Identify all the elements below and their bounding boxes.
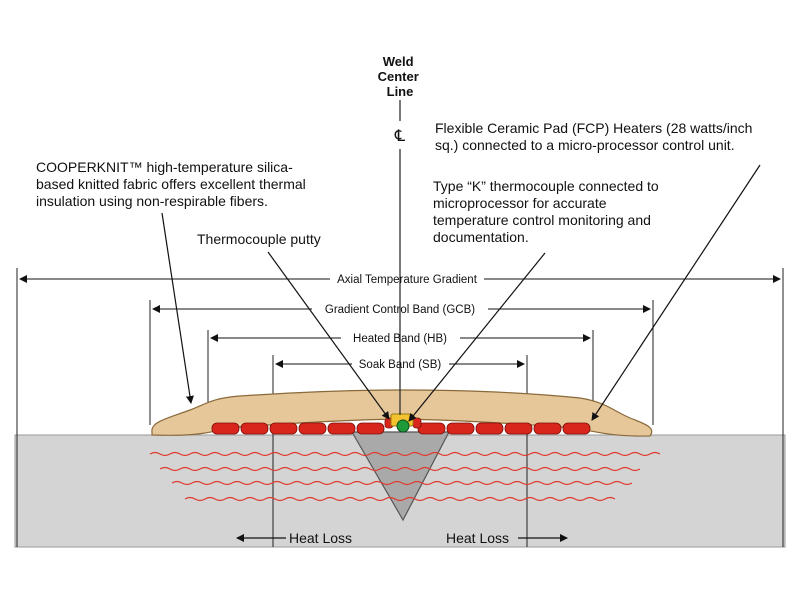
heater-pad-segment: [412, 417, 422, 429]
heater-pad-segment: [240, 422, 269, 435]
fcp-heaters-line-2: sq.) connected to a micro-processor cont…: [435, 137, 735, 153]
heat-wave-line: [159, 466, 641, 472]
thermocouple-line-2: microprocessor for accurate: [433, 195, 607, 211]
band-dimension-lines: [19, 275, 781, 368]
weld-center-line-label: Weld Center Line: [378, 54, 423, 99]
heated-band-label: Heated Band (HB): [353, 333, 447, 345]
heater-pad-segment: [417, 422, 446, 435]
heat-loss-right-label: Heat Loss: [446, 530, 509, 546]
heat-wave-line: [184, 496, 616, 502]
heater-pad-segment: [356, 422, 385, 435]
weld-center-line-line-1: Weld: [383, 54, 414, 69]
thermocouple-putty-annotation: Thermocouple putty: [197, 231, 321, 247]
heat-waves: [149, 451, 661, 502]
weld-center-line-line-2: Center: [378, 69, 419, 84]
thermocouple-junction: [396, 419, 410, 433]
cooperknit-line-2: based knitted fabric offers excellent th…: [36, 176, 306, 192]
thermocouple-annotation: Type “K” thermocouple connected to micro…: [433, 178, 663, 245]
gradient-control-band-label: Gradient Control Band (GCB): [325, 304, 475, 316]
heater-pad-segment: [475, 422, 504, 435]
thermocouple-line-1: Type “K” thermocouple connected to: [433, 178, 659, 194]
cooperknit-line-1: COOPERKNIT™ high-temperature silica-: [36, 159, 293, 175]
leader-arrows: [161, 164, 761, 422]
axial-temperature-gradient-label: Axial Temperature Gradient: [337, 274, 478, 286]
fcp-heaters-line-1: Flexible Ceramic Pad (FCP) Heaters (28 w…: [435, 120, 752, 136]
cooperknit-line-3: insulation using non-respirable fibers.: [36, 193, 268, 209]
heater-pad-segment: [298, 422, 327, 435]
heater-pad-segment: [446, 422, 475, 435]
fcp-heaters-annotation: Flexible Ceramic Pad (FCP) Heaters (28 w…: [435, 120, 756, 153]
heat-loss-left-label: Heat Loss: [289, 530, 352, 546]
heat-wave-line: [149, 451, 661, 457]
weld-center-line-line-3: Line: [387, 84, 414, 99]
heater-pad-segment: [211, 422, 240, 435]
thermocouple-line-3: temperature control monitoring and: [433, 212, 651, 228]
soak-band-label: Soak Band (SB): [359, 359, 442, 371]
heater-pad-segment: [327, 422, 356, 435]
heater-pad-segment: [562, 422, 591, 435]
thermocouple-line-4: documentation.: [433, 229, 529, 245]
heater-pad-segment: [533, 422, 562, 435]
cooperknit-annotation: COOPERKNIT™ high-temperature silica- bas…: [36, 159, 310, 209]
heat-wave-line: [171, 480, 633, 486]
heater-pad-segment: [504, 422, 533, 435]
heater-pad-segment: [269, 422, 298, 435]
centerline-symbol: ℄: [394, 128, 406, 145]
